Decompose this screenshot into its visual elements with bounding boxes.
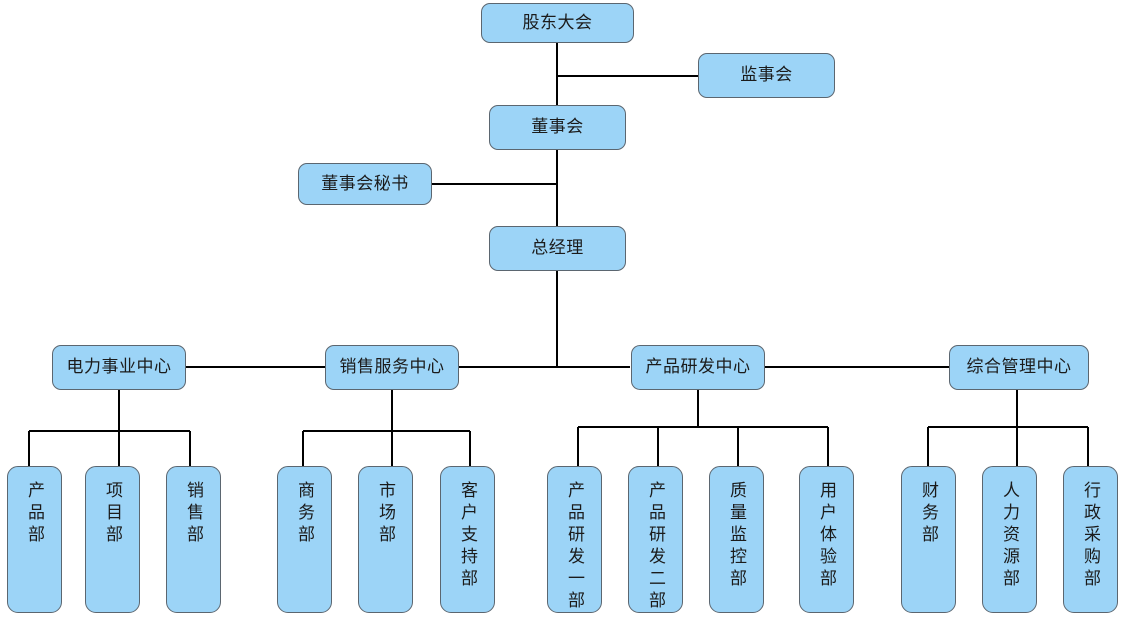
node-general-management-center[interactable]: 综合管理中心 (949, 345, 1089, 390)
node-label: 股东大会 (522, 12, 593, 32)
node-label: 产品研发一部 (565, 481, 584, 613)
node-user-experience-dept[interactable]: 用户体验部 (799, 466, 854, 613)
node-board-of-directors[interactable]: 董事会 (489, 105, 626, 150)
node-board-of-supervisors[interactable]: 监事会 (698, 53, 835, 98)
node-human-resources-dept[interactable]: 人力资源部 (982, 466, 1037, 613)
node-marketing-dept[interactable]: 市场部 (358, 466, 413, 613)
node-label: 监事会 (740, 65, 793, 85)
node-label: 综合管理中心 (966, 357, 1072, 377)
node-label: 市场部 (376, 481, 395, 547)
node-label: 产品研发二部 (646, 481, 665, 613)
node-board-secretary[interactable]: 董事会秘书 (298, 163, 432, 205)
node-label: 销售服务中心 (339, 357, 445, 377)
node-product-rd-dept-1[interactable]: 产品研发一部 (547, 466, 602, 613)
node-label: 总经理 (531, 238, 584, 258)
node-quality-control-dept[interactable]: 质量监控部 (709, 466, 764, 613)
node-label: 产品研发中心 (645, 357, 751, 377)
node-product-rd-center[interactable]: 产品研发中心 (631, 345, 765, 390)
node-business-dept[interactable]: 商务部 (277, 466, 332, 613)
node-label: 行政采购部 (1081, 481, 1100, 591)
node-label: 董事会 (531, 117, 584, 137)
node-label: 董事会秘书 (321, 173, 409, 193)
node-label: 人力资源部 (1000, 481, 1019, 591)
node-project-dept[interactable]: 项目部 (85, 466, 140, 613)
node-sales-service-center[interactable]: 销售服务中心 (325, 345, 459, 390)
node-label: 产品部 (25, 481, 44, 547)
node-power-business-center[interactable]: 电力事业中心 (52, 345, 186, 390)
node-label: 用户体验部 (817, 481, 836, 591)
node-label: 商务部 (295, 481, 314, 547)
node-finance-dept[interactable]: 财务部 (901, 466, 956, 613)
node-sales-dept[interactable]: 销售部 (166, 466, 221, 613)
node-general-manager[interactable]: 总经理 (489, 226, 626, 271)
node-label: 销售部 (184, 481, 203, 547)
node-label: 客户支持部 (458, 481, 477, 591)
node-label: 项目部 (103, 481, 122, 547)
node-label: 质量监控部 (727, 481, 746, 591)
node-product-rd-dept-2[interactable]: 产品研发二部 (628, 466, 683, 613)
node-product-dept[interactable]: 产品部 (7, 466, 62, 613)
node-label: 电力事业中心 (66, 357, 172, 377)
node-label: 财务部 (919, 481, 938, 547)
node-shareholders-meeting[interactable]: 股东大会 (481, 3, 634, 43)
node-admin-procurement-dept[interactable]: 行政采购部 (1063, 466, 1118, 613)
node-customer-support-dept[interactable]: 客户支持部 (440, 466, 495, 613)
